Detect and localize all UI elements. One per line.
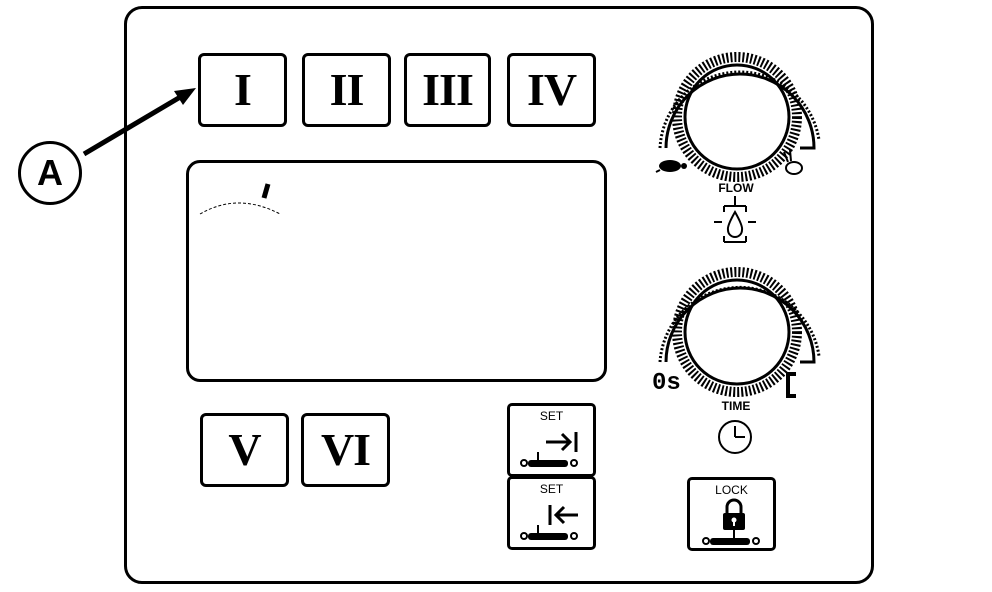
- callout-arrow-icon: [82, 88, 196, 157]
- time-knob-label: TIME: [721, 399, 751, 413]
- time-knob[interactable]: [658, 267, 821, 397]
- mode-button-4-label: IV: [526, 64, 577, 115]
- callout-label: A: [37, 152, 63, 193]
- callout-marker: A: [18, 141, 82, 205]
- set-in-arrow-icon: [520, 432, 578, 467]
- mode-button-3[interactable]: III: [404, 53, 491, 127]
- set-out-arrow-icon: [520, 505, 578, 540]
- turtle-icon: [655, 160, 687, 173]
- time-max-marker-icon: [786, 372, 796, 398]
- time-knob-min-label: 0s: [652, 370, 681, 397]
- flow-knob-label: FLOW: [718, 181, 754, 195]
- flow-knob[interactable]: [658, 52, 821, 182]
- mode-button-1[interactable]: I: [198, 53, 287, 127]
- mode-button-5-label: V: [228, 424, 261, 475]
- rabbit-icon: [783, 149, 803, 175]
- set-in-button[interactable]: SET: [507, 403, 596, 477]
- mode-button-3-label: III: [422, 64, 474, 115]
- clock-icon: [718, 420, 752, 454]
- set-out-button-label: SET: [539, 482, 564, 496]
- mode-button-2-label: II: [329, 64, 365, 115]
- set-in-button-label: SET: [539, 409, 564, 423]
- mode-button-4[interactable]: IV: [507, 53, 596, 127]
- mode-button-6[interactable]: VI: [301, 413, 390, 487]
- gas-flow-icon: [714, 196, 756, 243]
- lock-button[interactable]: LOCK: [687, 477, 776, 551]
- lock-button-label: LOCK: [715, 483, 748, 497]
- mode-button-6-label: VI: [320, 424, 371, 475]
- set-out-button[interactable]: SET: [507, 476, 596, 550]
- lcd-display: [186, 160, 607, 382]
- mode-button-2[interactable]: II: [302, 53, 391, 127]
- padlock-icon: [702, 498, 760, 545]
- mode-button-5[interactable]: V: [200, 413, 289, 487]
- control-panel: [124, 6, 874, 584]
- lcd-arc-indicator-icon: [199, 183, 281, 215]
- mode-button-1-label: I: [234, 64, 252, 115]
